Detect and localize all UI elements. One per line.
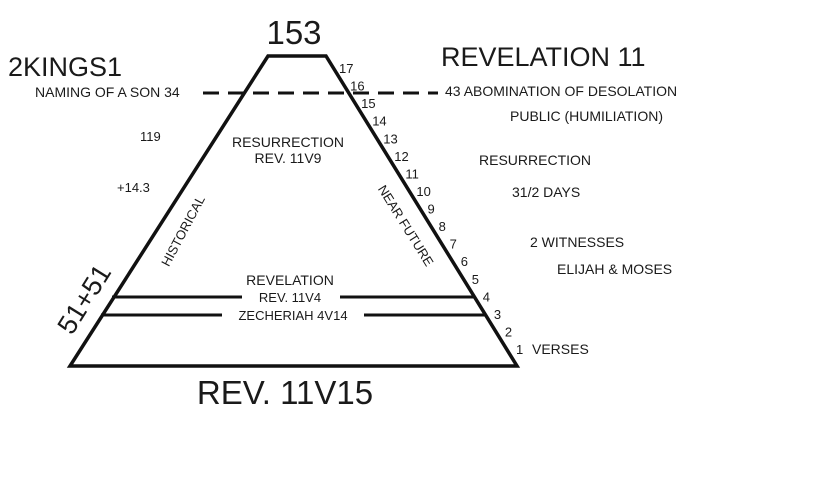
note-two-witnesses: 2 WITNESSES bbox=[530, 234, 624, 250]
inner-historical: HISTORICAL bbox=[158, 193, 208, 269]
verse-number: 12 bbox=[394, 149, 408, 164]
verse-number: 1 bbox=[516, 342, 523, 357]
note-verses: VERSES bbox=[532, 341, 589, 357]
verse-number: 17 bbox=[339, 61, 353, 76]
inner-resurrection-ref: REV. 11V9 bbox=[255, 150, 322, 166]
note-elijah-moses: ELIJAH & MOSES bbox=[557, 261, 672, 277]
bottom-title: REV. 11V15 bbox=[197, 374, 373, 411]
verse-number: 5 bbox=[472, 272, 479, 287]
note-119: 119 bbox=[140, 129, 161, 144]
verse-number: 9 bbox=[428, 202, 435, 217]
verse-number: 3 bbox=[494, 307, 501, 322]
verse-number: 11 bbox=[405, 166, 419, 181]
note-resurrection: RESURRECTION bbox=[479, 152, 591, 168]
verse-number: 15 bbox=[361, 96, 375, 111]
inner-revelation: REVELATION bbox=[246, 272, 334, 288]
verse-number: 7 bbox=[450, 237, 457, 252]
top-number: 153 bbox=[266, 14, 321, 51]
note-three-and-half-days: 31/2 DAYS bbox=[512, 184, 580, 200]
left-side-label: 51+51 bbox=[52, 259, 118, 339]
verse-number: 10 bbox=[416, 184, 430, 199]
right-title: REVELATION 11 bbox=[441, 42, 646, 72]
verse-number: 13 bbox=[383, 131, 397, 146]
inner-zechariah: ZECHERIAH 4V14 bbox=[238, 308, 347, 323]
note-public-humiliation: PUBLIC (HUMILIATION) bbox=[510, 108, 663, 124]
note-naming-of-a-son: NAMING OF A SON 34 bbox=[35, 84, 180, 100]
inner-resurrection: RESURRECTION bbox=[232, 134, 344, 150]
note-14-3: +14.3 bbox=[117, 180, 150, 195]
pyramid-outline bbox=[66, 54, 521, 368]
verse-number: 2 bbox=[505, 324, 512, 339]
verse-number: 6 bbox=[461, 254, 468, 269]
verse-number: 4 bbox=[483, 289, 490, 304]
note-abomination: 43 ABOMINATION OF DESOLATION bbox=[445, 83, 677, 99]
left-title: 2KINGS1 bbox=[8, 52, 122, 82]
verse-number: 8 bbox=[439, 219, 446, 234]
inner-revelation-ref: REV. 11V4 bbox=[259, 290, 321, 305]
verse-number: 14 bbox=[372, 114, 386, 129]
verse-number: 16 bbox=[350, 79, 364, 94]
